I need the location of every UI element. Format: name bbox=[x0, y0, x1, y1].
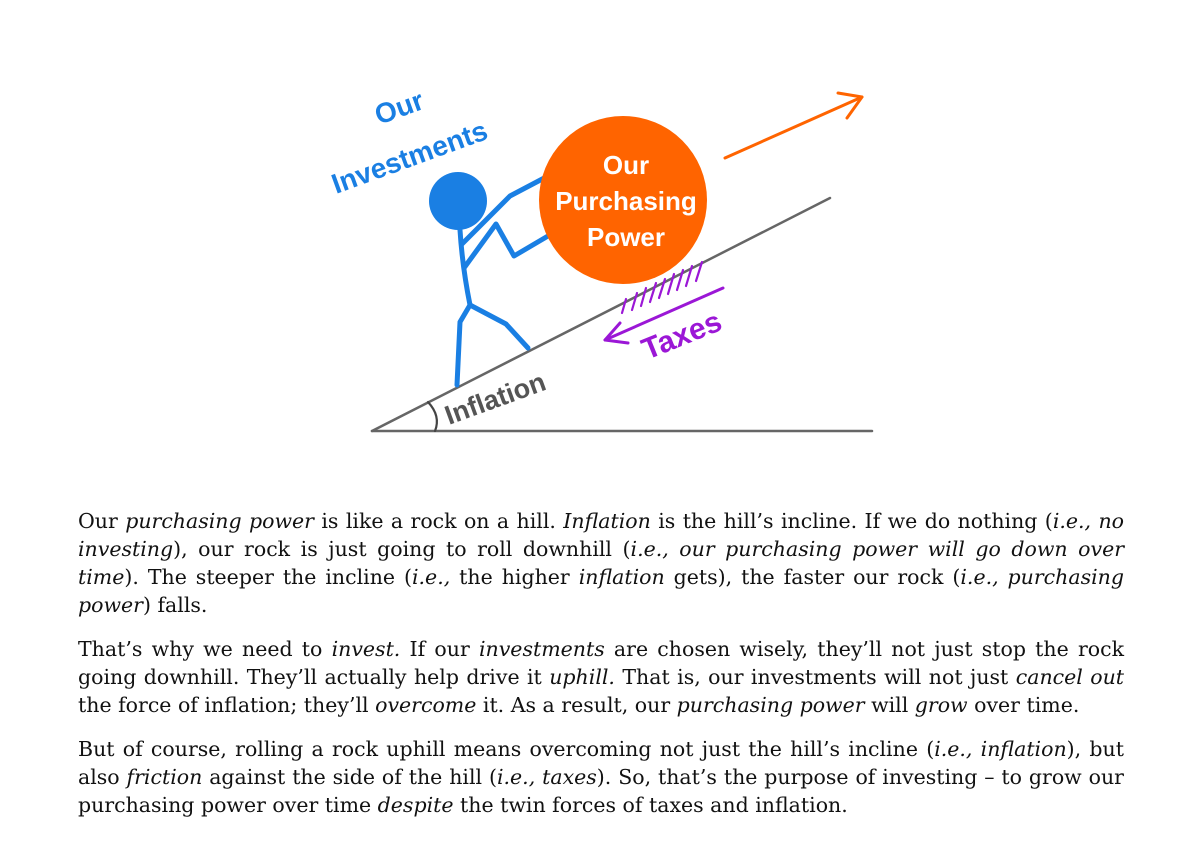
text-run: But of course, rolling a rock uphill mea… bbox=[78, 737, 935, 761]
text-run: it. As a result, our bbox=[476, 693, 677, 717]
emphasis-text: i.e., inflation bbox=[934, 737, 1067, 761]
friction-hatching bbox=[620, 260, 704, 315]
emphasis-text: purchasing power bbox=[125, 509, 314, 533]
text-run: If our bbox=[400, 637, 479, 661]
text-run: ) falls. bbox=[142, 593, 208, 617]
paragraph-2: That’s why we need to invest. If our inv… bbox=[78, 635, 1124, 719]
stick-figure-back-leg bbox=[454, 302, 473, 388]
text-run: is the hill’s incline. If we do nothing … bbox=[650, 509, 1053, 533]
hill-slope-line bbox=[370, 196, 832, 433]
text-run: over time. bbox=[967, 693, 1080, 717]
text-run: ). So, that’s the purpose of investing –… bbox=[78, 765, 1124, 817]
emphasis-text: i.e., our purchasing power will go down … bbox=[78, 537, 1124, 589]
taxes-arrow-icon bbox=[603, 286, 725, 345]
text-run: gets), the faster our rock ( bbox=[664, 565, 961, 589]
growth-arrow-icon bbox=[723, 91, 864, 160]
rock-label-line-2: Purchasing bbox=[555, 186, 697, 216]
emphasis-text: i.e., taxes bbox=[496, 765, 597, 789]
text-run: That’s why we need to bbox=[78, 637, 332, 661]
investments-label-line-1: Our bbox=[370, 84, 427, 130]
emphasis-text: i.e., no investing bbox=[78, 509, 1124, 561]
text-run: the force of inflation; they’ll bbox=[78, 693, 376, 717]
investor-stick-figure bbox=[429, 172, 551, 388]
emphasis-text: investments bbox=[478, 637, 605, 661]
emphasis-text: overcome bbox=[375, 693, 477, 717]
emphasis-text: inflation bbox=[578, 565, 665, 589]
taxes-label: Taxes bbox=[637, 305, 726, 367]
text-run: ). The steeper the incline ( bbox=[124, 565, 412, 589]
stick-figure-body bbox=[457, 227, 473, 308]
emphasis-text: cancel out bbox=[1015, 665, 1125, 689]
stick-figure-head bbox=[429, 172, 487, 230]
emphasis-text: invest. bbox=[331, 637, 401, 661]
stick-figure-front-leg bbox=[467, 302, 531, 351]
rock-label-line-1: Our bbox=[603, 150, 649, 180]
emphasis-text: purchasing power bbox=[676, 693, 865, 717]
text-run: ), our rock is just going to roll downhi… bbox=[173, 537, 631, 561]
emphasis-text: Inflation bbox=[563, 509, 651, 533]
text-run: That is, our investments will not just bbox=[614, 665, 1016, 689]
paragraph-1: Our purchasing power is like a rock on a… bbox=[78, 507, 1124, 619]
explanation-text: Our purchasing power is like a rock on a… bbox=[78, 507, 1124, 835]
emphasis-text: i.e., purchasing power bbox=[78, 565, 1124, 617]
rock-label-line-3: Power bbox=[587, 222, 665, 252]
text-run: against the side of the hill ( bbox=[202, 765, 497, 789]
text-run: is like a rock on a hill. bbox=[313, 509, 564, 533]
paragraph-3: But of course, rolling a rock uphill mea… bbox=[78, 735, 1124, 819]
stick-figure-upper-arm bbox=[459, 173, 551, 247]
text-run: the higher bbox=[450, 565, 579, 589]
emphasis-text: friction bbox=[126, 765, 203, 789]
incline-angle-arc bbox=[426, 400, 438, 433]
text-run: will bbox=[864, 693, 915, 717]
emphasis-text: grow bbox=[914, 693, 968, 717]
text-run: are chosen wisely, they’ll not just stop… bbox=[78, 637, 1124, 689]
text-run: Our bbox=[78, 509, 126, 533]
rock-on-hill-diagram: Inflation Our Purchasing Power Taxes Our bbox=[327, 84, 874, 433]
text-run: the twin forces of taxes and inflation. bbox=[453, 793, 848, 817]
purchasing-power-rock bbox=[539, 116, 707, 284]
text-run: ), but also bbox=[78, 737, 1124, 789]
stick-figure-lower-arm bbox=[461, 221, 551, 271]
emphasis-text: despite bbox=[377, 793, 454, 817]
emphasis-text: i.e., bbox=[411, 565, 451, 589]
emphasis-text: uphill. bbox=[549, 665, 615, 689]
